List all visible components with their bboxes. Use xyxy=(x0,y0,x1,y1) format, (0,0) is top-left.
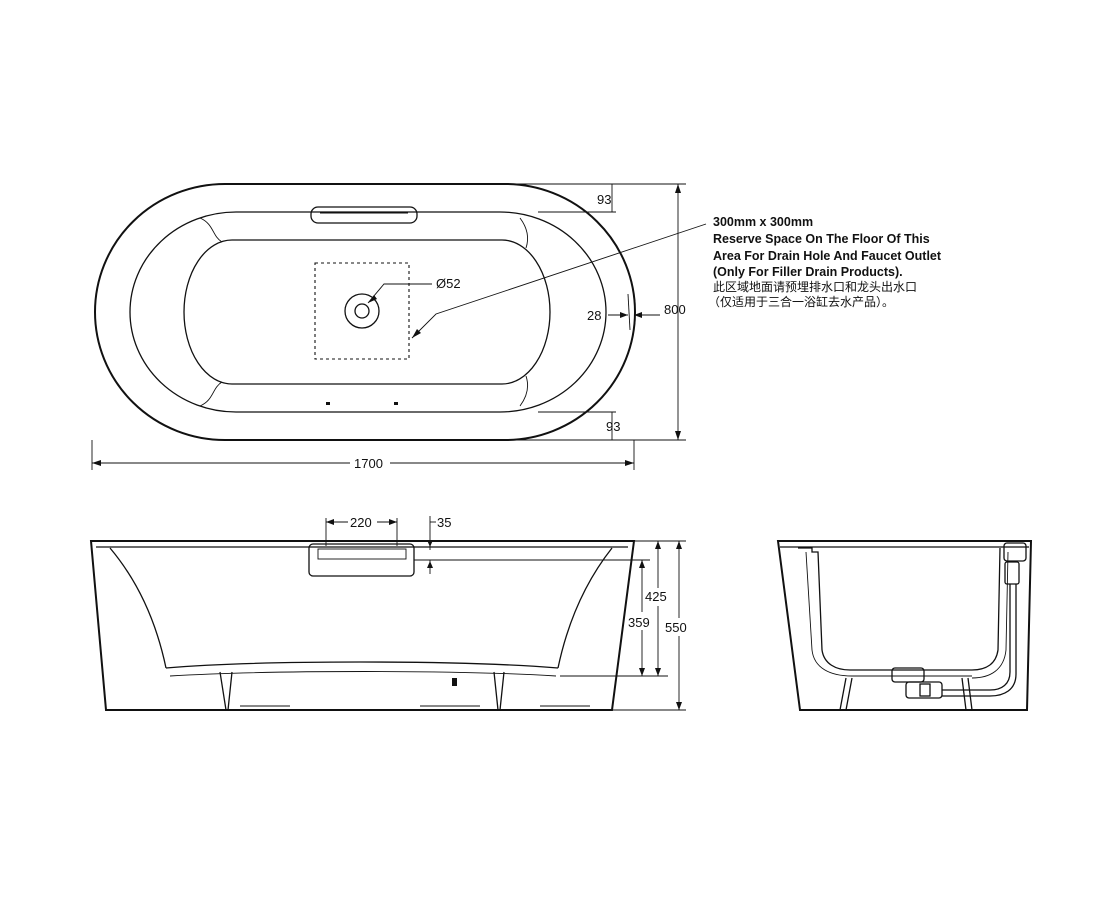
note-line-1: 300mm x 300mm xyxy=(713,215,813,229)
front-basin-right xyxy=(557,547,613,669)
label-bg xyxy=(664,618,692,636)
dim-arrow xyxy=(639,668,645,676)
floor-mark xyxy=(326,402,330,405)
side-wall-left xyxy=(798,547,851,671)
front-view: 220 35 359 425 550 xyxy=(89,515,692,711)
slope-contour-br xyxy=(519,375,529,407)
rim-top-label: 93 xyxy=(597,192,611,207)
front-basin-floor-2 xyxy=(169,671,557,677)
drain-leader xyxy=(367,283,432,304)
floor-mark xyxy=(394,402,398,405)
dim-arrow xyxy=(639,560,645,568)
note-cn-line-1: 此区域地面请预埋排水口和龙头出水口 xyxy=(713,280,917,294)
dim-arrow xyxy=(326,519,334,525)
overflow-front-inner xyxy=(317,548,407,560)
slope-contour-tr xyxy=(519,217,529,249)
dim-arrow xyxy=(675,184,681,193)
overflow-pipe xyxy=(942,584,1011,691)
front-outer-shell xyxy=(89,540,636,711)
dim-arrow xyxy=(676,702,682,710)
side-wall-right xyxy=(971,547,1001,671)
side-foot-right xyxy=(961,677,973,711)
dim-arrow xyxy=(676,541,682,549)
overflow-top xyxy=(310,206,418,224)
label-bg xyxy=(626,612,654,630)
note-line-3: Area For Drain Hole And Faucet Outlet xyxy=(713,249,942,263)
front-basin-left xyxy=(109,547,167,669)
basin-floor xyxy=(183,239,551,385)
water-depth-label: 359 xyxy=(628,615,650,630)
top-view: Ø52 93 93 800 28 1700 300mm x xyxy=(91,183,942,471)
note-cn-line-2: （仅适用于三合一浴缸去水产品）。 xyxy=(708,294,894,309)
side-outer-shell xyxy=(776,540,1033,711)
note-leader xyxy=(411,223,707,339)
drain-outer xyxy=(344,293,380,329)
total-height-label: 550 xyxy=(665,620,687,635)
drain-leader-arrow xyxy=(368,295,377,303)
dim-arrow xyxy=(427,561,433,568)
drain-coupling xyxy=(919,683,931,697)
inner-depth-label: 425 xyxy=(645,589,667,604)
dim-arrow xyxy=(634,312,642,318)
drain-inner xyxy=(354,303,370,319)
dim-arrow xyxy=(675,431,681,440)
overflow-valve xyxy=(1003,542,1027,562)
side-offset-label: 28 xyxy=(587,308,601,323)
drain-diameter-label: Ø52 xyxy=(436,276,461,291)
label-bg xyxy=(644,588,672,606)
dim-arrow xyxy=(655,668,661,676)
dim-arrow xyxy=(655,541,661,549)
note-leader-arrow xyxy=(412,329,421,338)
dim-arrow xyxy=(625,460,634,466)
front-foot-left xyxy=(219,671,233,711)
note-line-4: (Only For Filler Drain Products). xyxy=(713,265,903,279)
dim-arrow xyxy=(427,540,433,547)
overflow-pipe-outer xyxy=(942,584,1017,697)
reserved-floor-area xyxy=(314,262,410,360)
tub-rim-inner xyxy=(129,211,607,413)
side-edge-mark xyxy=(627,293,631,331)
overflow-width-label: 220 xyxy=(350,515,372,530)
overflow-valve-2 xyxy=(1004,561,1020,585)
side-wall-left-inner xyxy=(805,551,853,677)
width-label: 800 xyxy=(664,302,686,317)
slope-contour-bl xyxy=(199,381,223,407)
note-line-2: Reserve Space On The Floor Of This xyxy=(713,232,930,246)
side-view xyxy=(776,540,1033,711)
front-basin-floor xyxy=(165,661,559,669)
dim-arrow xyxy=(92,460,101,466)
side-foot-left xyxy=(839,677,853,711)
side-wall-right-inner xyxy=(971,551,1009,679)
dim-arrow xyxy=(389,519,397,525)
front-foot-right xyxy=(493,671,505,711)
dim-arrow xyxy=(620,312,628,318)
front-drain-stub xyxy=(452,678,457,686)
rim-bottom-label: 93 xyxy=(606,419,620,434)
overflow-offset-label: 35 xyxy=(437,515,451,530)
slope-contour-tl xyxy=(199,217,223,243)
length-label: 1700 xyxy=(354,456,383,471)
drain-trap xyxy=(905,681,943,699)
